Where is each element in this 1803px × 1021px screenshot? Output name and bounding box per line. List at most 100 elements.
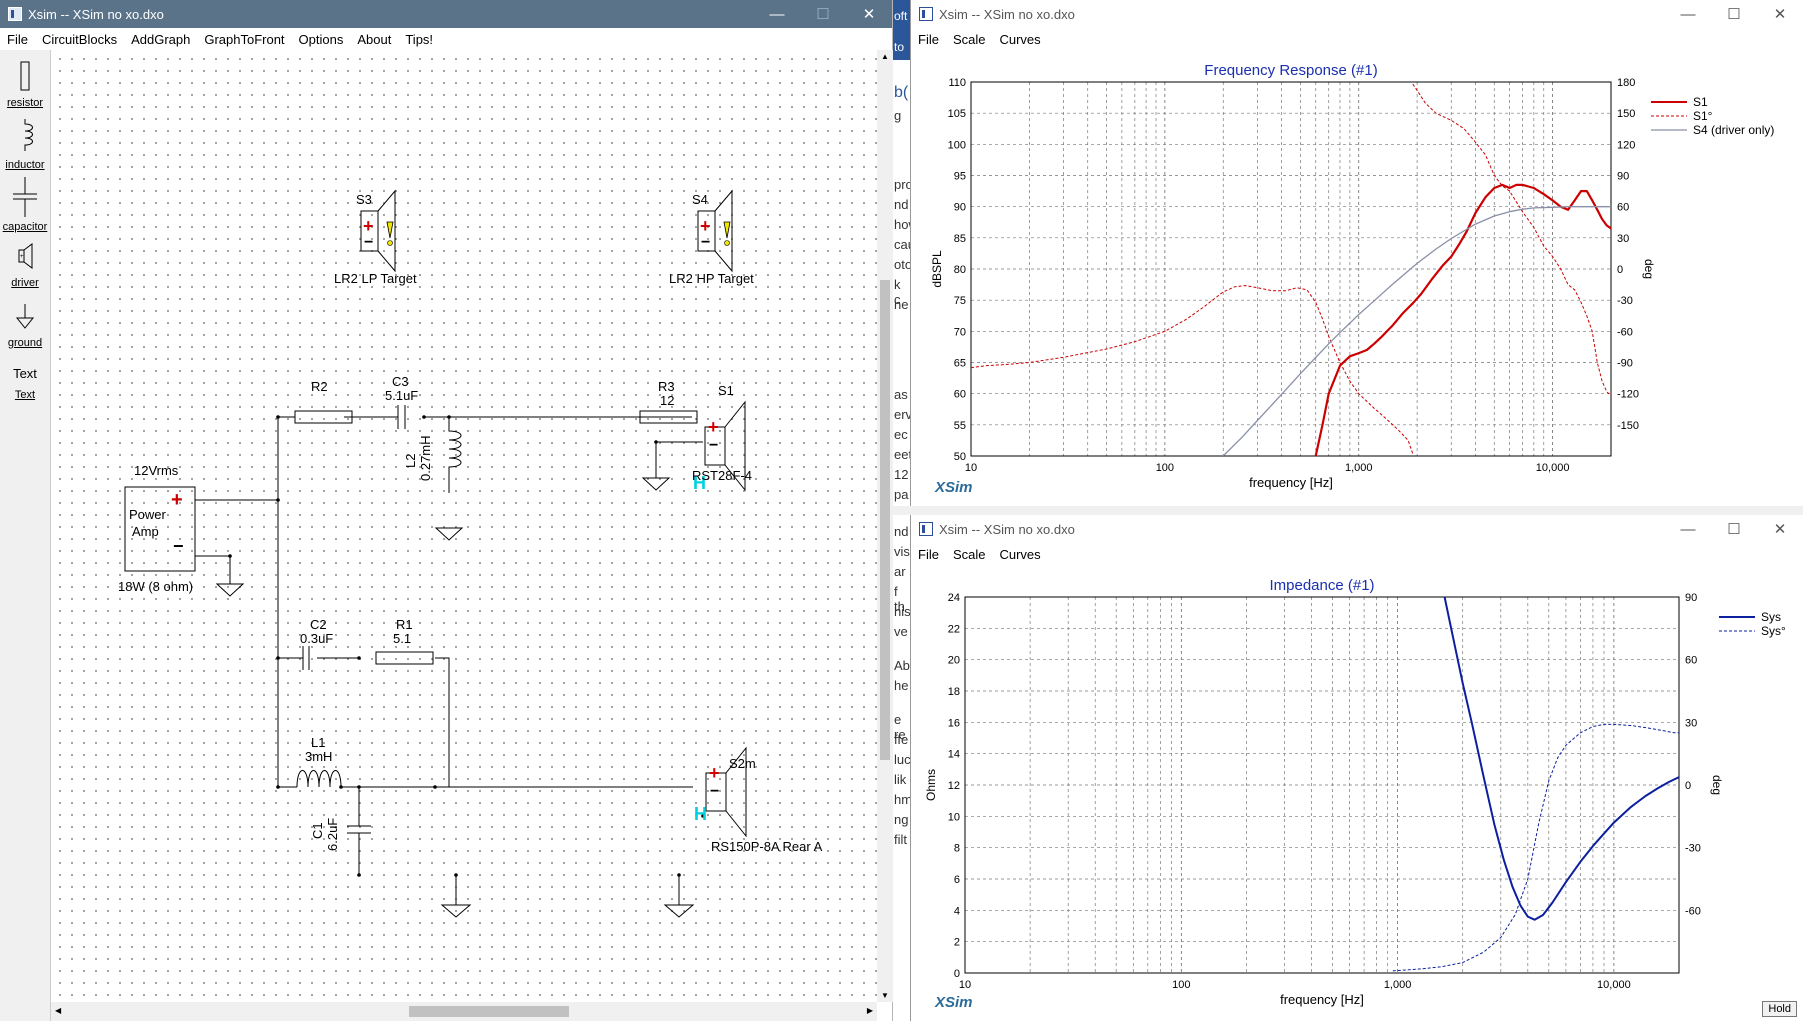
horizontal-scroll-thumb[interactable] [409, 1006, 569, 1017]
ground-s1 [641, 477, 671, 491]
tool-ground[interactable]: ground [0, 300, 50, 349]
imp-y2tick-label: 30 [1685, 717, 1697, 729]
fr-y2tick-label: 180 [1617, 77, 1635, 89]
label-l2: L2 [403, 454, 418, 468]
bg-text-7: cau [894, 237, 910, 252]
label-amp-power: 18W (8 ohm) [118, 579, 193, 594]
imp-legend-label: Sys° [1761, 624, 1786, 638]
inductor-l2[interactable] [448, 417, 462, 493]
tool-resistor[interactable]: resistor [0, 58, 50, 109]
scroll-up-arrow-icon[interactable]: ▲ [881, 52, 889, 61]
fr-close-button[interactable]: ✕ [1773, 6, 1787, 23]
fr-ytick-label: 100 [948, 139, 966, 151]
menu-graphtofront[interactable]: GraphToFront [204, 31, 285, 47]
imp-ytick-label: 6 [954, 874, 960, 886]
fr-menu-scale[interactable]: Scale [952, 31, 986, 47]
tool-text-label: Text [14, 389, 36, 401]
resistor-r2[interactable] [294, 410, 353, 424]
power-amp[interactable] [124, 486, 196, 572]
fr-series-line-3 [1222, 206, 1611, 456]
bg-text-22: his [894, 604, 910, 619]
label-l1: L1 [311, 735, 325, 750]
bg-text-16: pa [894, 487, 909, 502]
fr-minimize-button[interactable]: — [1680, 5, 1696, 23]
main-window-title: Xsim -- XSim no xo.dxo [28, 6, 164, 22]
fr-menu-file[interactable]: File [918, 31, 939, 47]
minimize-button[interactable]: — [769, 5, 785, 23]
fr-ytick-label: 95 [954, 171, 966, 183]
label-c2-value: 0.3uF [300, 631, 333, 646]
fr-maximize-button[interactable]: ☐ [1727, 6, 1741, 23]
imp-maximize-button[interactable]: ☐ [1727, 521, 1741, 538]
tool-capacitor[interactable]: capacitor [0, 176, 50, 233]
scroll-down-arrow-icon[interactable]: ▼ [881, 991, 889, 1000]
fr-y2tick-label: -90 [1617, 358, 1633, 370]
fr-xsim-brand: XSim [935, 479, 973, 496]
speaker-s3[interactable] [360, 189, 396, 273]
bg-text-21: f th [894, 584, 905, 614]
canvas-horizontal-scrollbar[interactable]: ◀ ▶ [51, 1002, 877, 1021]
resistor-r3[interactable] [639, 410, 698, 424]
vertical-scroll-thumb[interactable] [880, 280, 890, 760]
scroll-right-arrow-icon[interactable]: ▶ [866, 1006, 873, 1015]
label-c3: C3 [392, 374, 409, 389]
amp-minus-sign: − [173, 536, 184, 556]
imp-menu-scale[interactable]: Scale [952, 546, 986, 562]
imp-series-line-1 [1392, 723, 1679, 972]
fr-plot-frame [970, 81, 1612, 457]
imp-ytick-label: 4 [954, 905, 960, 917]
imp-title-bar[interactable]: Xsim -- XSim no xo.dxo — ☐ ✕ [911, 515, 1803, 543]
fr-y2tick-label: 150 [1617, 108, 1635, 120]
bg-text-8: oto [894, 257, 910, 272]
bg-text-11: as [894, 387, 908, 402]
resistor-r1[interactable] [375, 651, 434, 665]
s4-plus-sign: + [700, 216, 711, 236]
fr-title-bar[interactable]: Xsim -- XSim no xo.dxo — ☐ ✕ [911, 0, 1803, 28]
ground-icon [15, 304, 35, 329]
tool-driver[interactable]: + driver [0, 240, 50, 289]
capacitor-c3[interactable] [397, 405, 406, 429]
tool-text[interactable]: Text Text [0, 366, 50, 401]
menu-options[interactable]: Options [298, 31, 344, 47]
speaker-s1[interactable] [704, 400, 746, 492]
frequency-response-chart[interactable]: 50556065707580859095100105110-150-120-90… [911, 0, 1803, 506]
menu-about[interactable]: About [357, 31, 392, 47]
imp-legend-label: Sys [1761, 610, 1781, 624]
tool-inductor[interactable]: inductor [0, 118, 50, 171]
speaker-s2m[interactable] [705, 746, 747, 838]
menu-tips[interactable]: Tips! [405, 31, 434, 47]
imp-y2tick-label: -60 [1685, 905, 1701, 917]
capacitor-icon [13, 177, 37, 217]
fr-y2tick-label: -120 [1617, 389, 1639, 401]
bg-text-30: hm [894, 792, 910, 807]
imp-menu-curves[interactable]: Curves [999, 546, 1041, 562]
capacitor-c2[interactable] [302, 646, 310, 670]
main-title-bar[interactable]: Xsim -- XSim no xo.dxo — ☐ ✕ [0, 0, 892, 28]
schematic-canvas[interactable]: + − + − + − + − + − H H S3 LR2 LP Target [51, 50, 877, 1002]
imp-minimize-button[interactable]: — [1680, 520, 1696, 538]
maximize-button[interactable]: ☐ [816, 6, 830, 23]
close-button[interactable]: ✕ [862, 6, 876, 23]
menu-addgraph[interactable]: AddGraph [131, 31, 191, 47]
speaker-s4[interactable] [697, 189, 733, 273]
imp-ytick-label: 8 [954, 843, 960, 855]
text-tool-icon: Text [13, 366, 37, 381]
fr-ytick-label: 75 [954, 295, 966, 307]
hold-button[interactable]: Hold [1762, 1001, 1797, 1017]
menu-circuitblocks[interactable]: CircuitBlocks [41, 31, 118, 47]
scroll-left-arrow-icon[interactable]: ◀ [55, 1006, 62, 1015]
inductor-l1[interactable] [296, 770, 342, 788]
imp-close-button[interactable]: ✕ [1773, 521, 1787, 538]
label-r1: R1 [396, 617, 413, 632]
ground-2 [663, 875, 695, 918]
canvas-vertical-scrollbar[interactable]: ▲ ▼ [877, 50, 893, 1002]
fr-y2tick-label: 30 [1617, 233, 1629, 245]
menu-file[interactable]: File [7, 31, 28, 47]
imp-menu-bar: File Scale Curves [911, 543, 1803, 565]
fr-y-axis-label: dBSPL [930, 250, 944, 288]
imp-window-title: Xsim -- XSim no xo.dxo [939, 521, 1075, 537]
capacitor-c1[interactable] [347, 787, 371, 875]
fr-menu-curves[interactable]: Curves [999, 31, 1041, 47]
imp-menu-file[interactable]: File [918, 546, 939, 562]
